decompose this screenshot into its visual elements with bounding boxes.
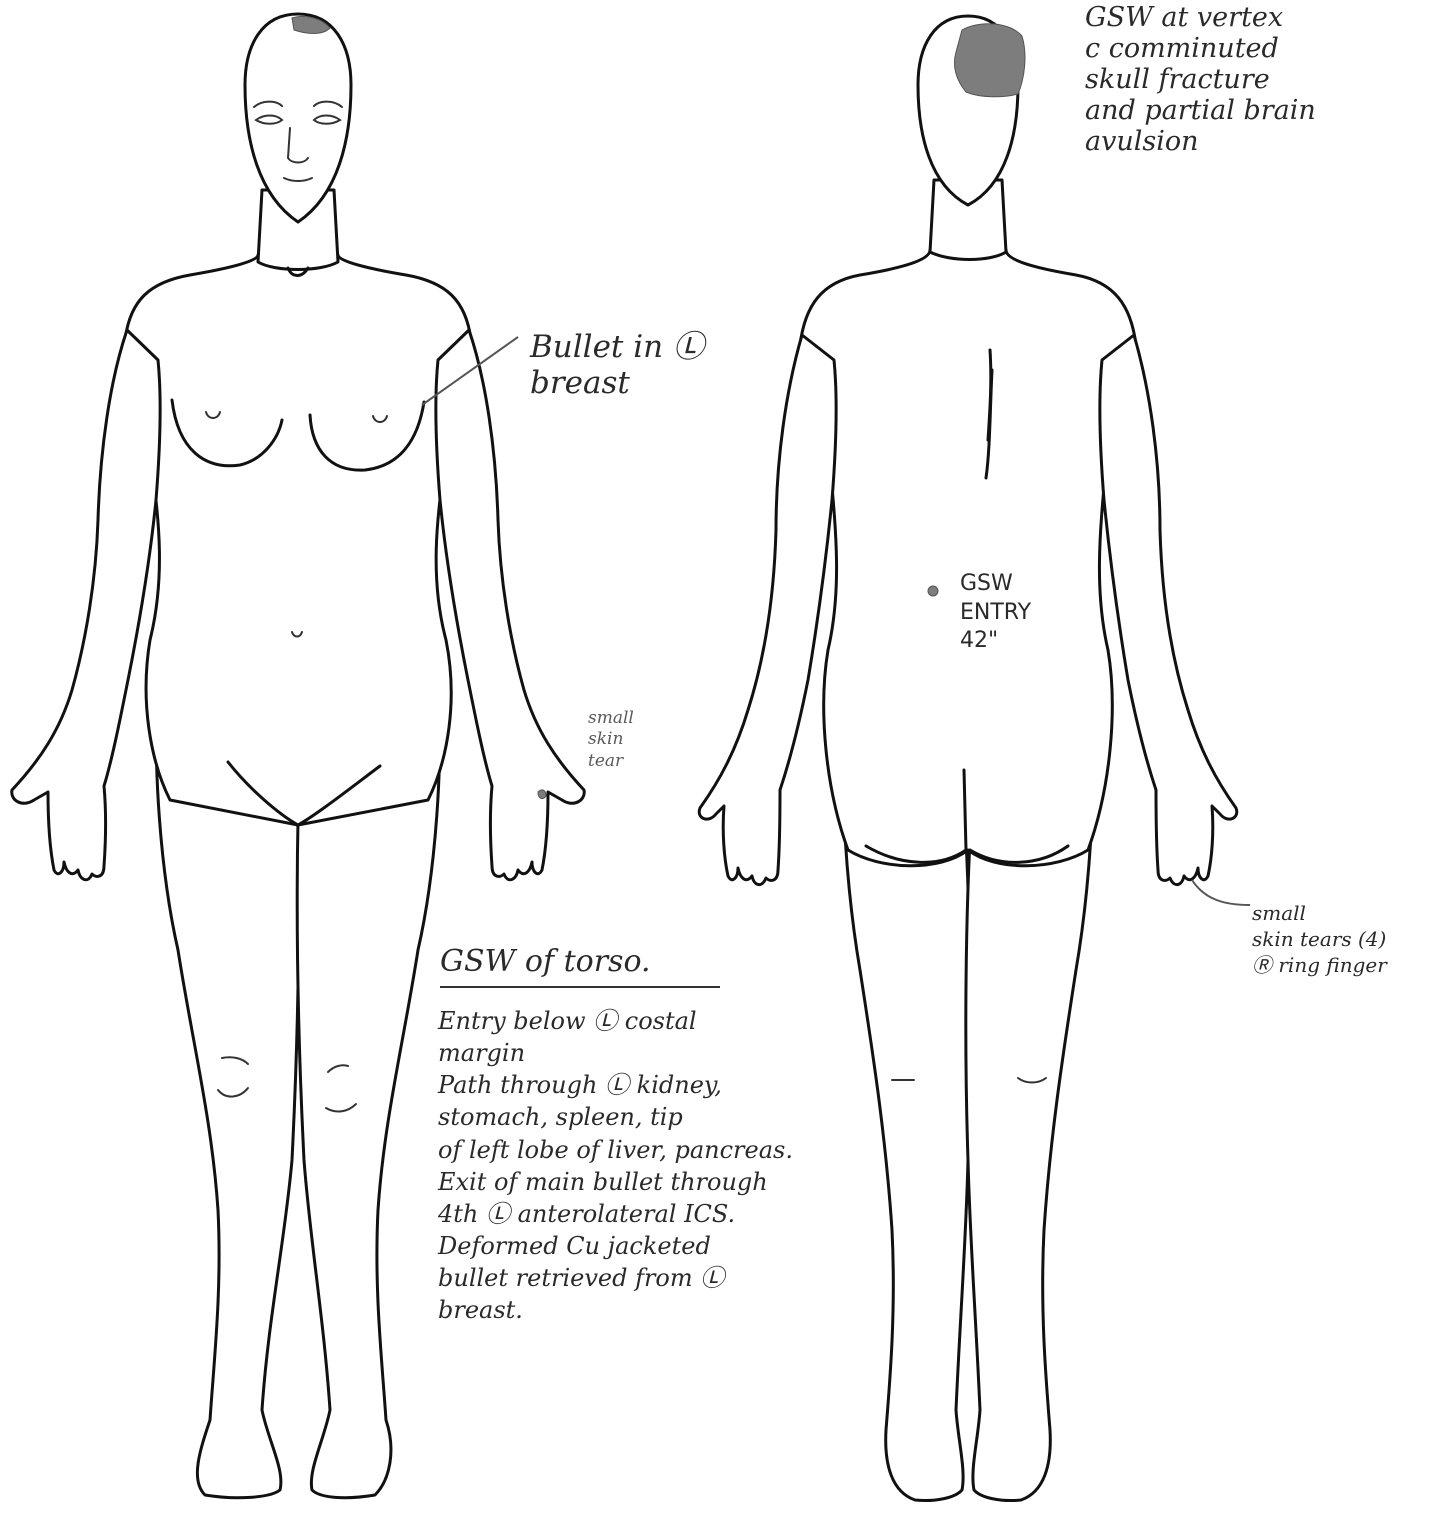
back-vertex-wound-shading	[954, 24, 1025, 97]
gsw-entry-note: GSW ENTRY 42"	[960, 570, 1080, 656]
front-arm-left	[436, 330, 584, 880]
front-vertex-wound-shading	[292, 16, 330, 33]
back-gsw-entry-mark	[928, 586, 938, 596]
vertex-wound-note: GSW at vertex c comminuted skull fractur…	[1085, 2, 1385, 157]
front-torso	[112, 255, 484, 825]
back-gluteal-cleft	[964, 770, 966, 850]
back-arm-right	[699, 335, 836, 885]
back-arm-left	[1100, 335, 1237, 885]
back-torso	[790, 250, 1146, 866]
skin-tear-note-hand: small skin tear	[588, 708, 678, 772]
skin-tears-leader-line	[1192, 880, 1250, 905]
front-arm-right	[12, 330, 160, 880]
breast-bullet-note: Bullet in Ⓛ breast	[530, 330, 790, 401]
front-hand-wound	[538, 790, 546, 799]
torso-gsw-description: Entry below Ⓛ costal margin Path through…	[438, 1005, 898, 1327]
torso-gsw-heading: GSW of torso.	[440, 945, 720, 988]
skin-tears-ring-finger-note: small skin tears (4) Ⓡ ring finger	[1252, 900, 1440, 978]
